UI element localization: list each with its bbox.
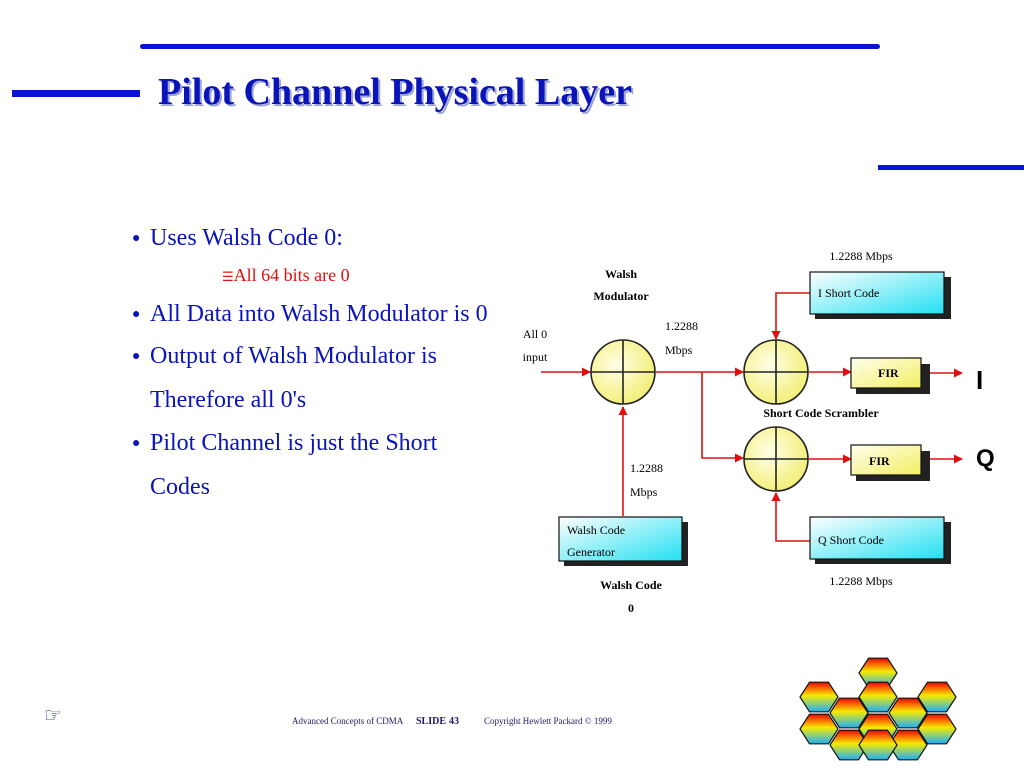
q-scrambler-mixer bbox=[743, 426, 809, 492]
honeycomb-cell bbox=[799, 681, 839, 713]
pointing-hand-icon: ☞ bbox=[44, 703, 62, 727]
footer-copyright: Copyright Hewlett Packard © 1999 bbox=[484, 716, 612, 726]
q-branch-line bbox=[701, 372, 744, 463]
bullet-item: ●Output of Walsh Modulator is bbox=[132, 343, 437, 369]
round-bullet-icon: ● bbox=[132, 231, 141, 247]
honeycomb-cell bbox=[799, 713, 839, 745]
walsh-modulator-label: Modulator bbox=[593, 289, 649, 303]
honeycomb-cell bbox=[829, 729, 869, 761]
modulator-rate-label: 1.2288 bbox=[665, 319, 698, 333]
footer-course: Advanced Concepts of CDMA bbox=[292, 716, 404, 726]
footer-slide-number: 43 bbox=[449, 716, 459, 727]
honeycomb-cell bbox=[858, 729, 898, 761]
bullet-item: ●All Data into Walsh Modulator is 0 bbox=[132, 301, 488, 327]
i-output-label: I bbox=[976, 365, 983, 395]
scrambler-label: Short Code Scrambler bbox=[763, 406, 879, 420]
footer-slide-label: SLIDE bbox=[416, 716, 447, 727]
right-rule bbox=[878, 165, 1024, 170]
title-left-rule bbox=[12, 90, 140, 97]
q-short-code-line bbox=[771, 492, 810, 542]
generator-rate-label: 1.2288 bbox=[630, 461, 663, 475]
checkbox-list-icon: ☰ bbox=[222, 270, 234, 285]
i-short-code-line bbox=[771, 292, 810, 340]
slide-title: Pilot Channel Physical Layer bbox=[158, 71, 632, 113]
honeycomb-cell bbox=[829, 697, 869, 729]
round-bullet-icon: ● bbox=[132, 307, 141, 323]
q-output-label: Q bbox=[976, 445, 995, 472]
walsh-code-generator-label: Generator bbox=[567, 545, 615, 559]
input-label: All 0 bbox=[523, 327, 547, 341]
walsh-code-generator-box bbox=[558, 516, 688, 566]
fir-filter-bottom bbox=[850, 444, 930, 481]
honeycomb-cell bbox=[917, 713, 957, 745]
cell-honeycomb-logo bbox=[799, 657, 957, 761]
i-short-code-label: I Short Code bbox=[818, 286, 879, 300]
walsh-code-label: Walsh Code bbox=[600, 578, 662, 592]
fir-label: FIR bbox=[878, 366, 899, 380]
round-bullet-icon: ● bbox=[132, 436, 141, 452]
honeycomb-cell bbox=[858, 681, 898, 713]
q-short-code-box bbox=[809, 516, 951, 564]
i-short-code-box bbox=[809, 271, 951, 319]
q-rate-label: 1.2288 Mbps bbox=[829, 574, 893, 588]
fir-label: FIR bbox=[869, 454, 890, 468]
sub-bullet-item: ☰All 64 bits are 0 bbox=[222, 265, 350, 285]
input-label: input bbox=[523, 350, 548, 364]
bullet-continuation: Therefore all 0's bbox=[150, 387, 307, 413]
bullet-continuation: Codes bbox=[150, 474, 210, 500]
bullet-item: ●Pilot Channel is just the Short bbox=[132, 430, 438, 456]
honeycomb-cell bbox=[888, 697, 928, 729]
generator-rate-label: Mbps bbox=[630, 485, 658, 499]
q-short-code-label: Q Short Code bbox=[818, 533, 884, 547]
walsh-modulator-mixer bbox=[590, 339, 656, 405]
honeycomb-cell bbox=[917, 681, 957, 713]
fir-filter-top bbox=[850, 357, 930, 394]
walsh-code-generator-label: Walsh Code bbox=[567, 523, 625, 537]
bullet-item: ●Uses Walsh Code 0: bbox=[132, 225, 343, 251]
i-scrambler-mixer bbox=[743, 339, 809, 405]
walsh-code-label: 0 bbox=[628, 601, 634, 615]
walsh-modulator-label: Walsh bbox=[605, 267, 637, 281]
i-rate-label: 1.2288 Mbps bbox=[829, 249, 893, 263]
round-bullet-icon: ● bbox=[132, 349, 141, 365]
modulator-rate-label: Mbps bbox=[665, 343, 693, 357]
top-rule bbox=[140, 44, 880, 49]
